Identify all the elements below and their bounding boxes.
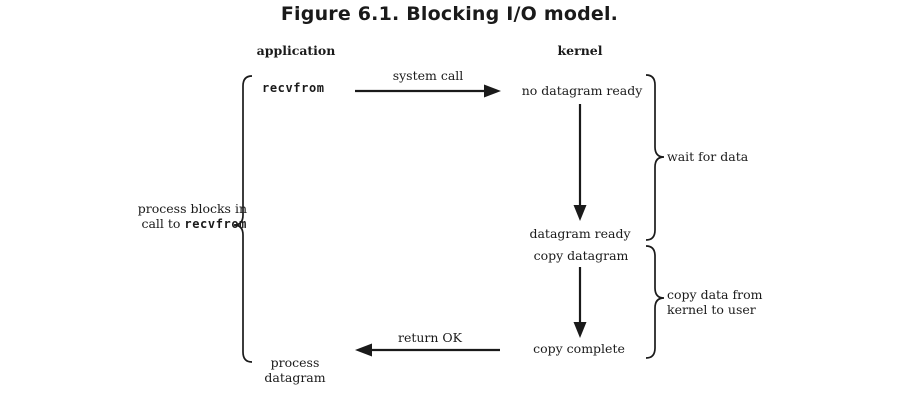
copy-data-brace: [645, 245, 665, 359]
system-call-arrow-head: [484, 84, 501, 98]
label-system-call: system call: [392, 68, 464, 83]
node-recvfrom: recvfrom: [262, 81, 325, 95]
copy-arrow-head: [573, 322, 587, 338]
process-blocks-recvfrom: recvfrom: [184, 217, 247, 231]
copy-data-line2: kernel to user: [667, 302, 756, 317]
wait-arrow-head: [573, 205, 587, 221]
annotation-wait-for-data: wait for data: [667, 149, 749, 164]
annotation-copy-data: copy data from kernel to user: [667, 287, 762, 317]
annotation-process-blocks: process blocks in call to recvfrom: [110, 201, 247, 232]
column-header-kernel: kernel: [557, 43, 603, 58]
process-blocks-line2-prefix: call to: [141, 216, 185, 231]
process-blocks-line1: process blocks in: [137, 201, 247, 216]
wait-for-data-brace: [645, 74, 665, 241]
node-copy-datagram: copy datagram: [533, 248, 629, 263]
node-no-datagram-ready: no datagram ready: [521, 83, 643, 98]
node-datagram-ready: datagram ready: [529, 226, 631, 241]
left-brace: [233, 75, 253, 363]
figure-title: Figure 6.1. Blocking I/O model.: [280, 3, 619, 25]
node-process-datagram: process datagram: [264, 355, 325, 385]
copy-data-line1: copy data from: [667, 287, 763, 302]
return-ok-arrow-head: [355, 343, 372, 357]
process-datagram-line2: datagram: [264, 370, 326, 385]
process-datagram-line1: process: [270, 355, 320, 370]
column-header-application: application: [256, 43, 336, 58]
label-return-ok: return OK: [397, 330, 463, 345]
node-copy-complete: copy complete: [533, 341, 625, 356]
